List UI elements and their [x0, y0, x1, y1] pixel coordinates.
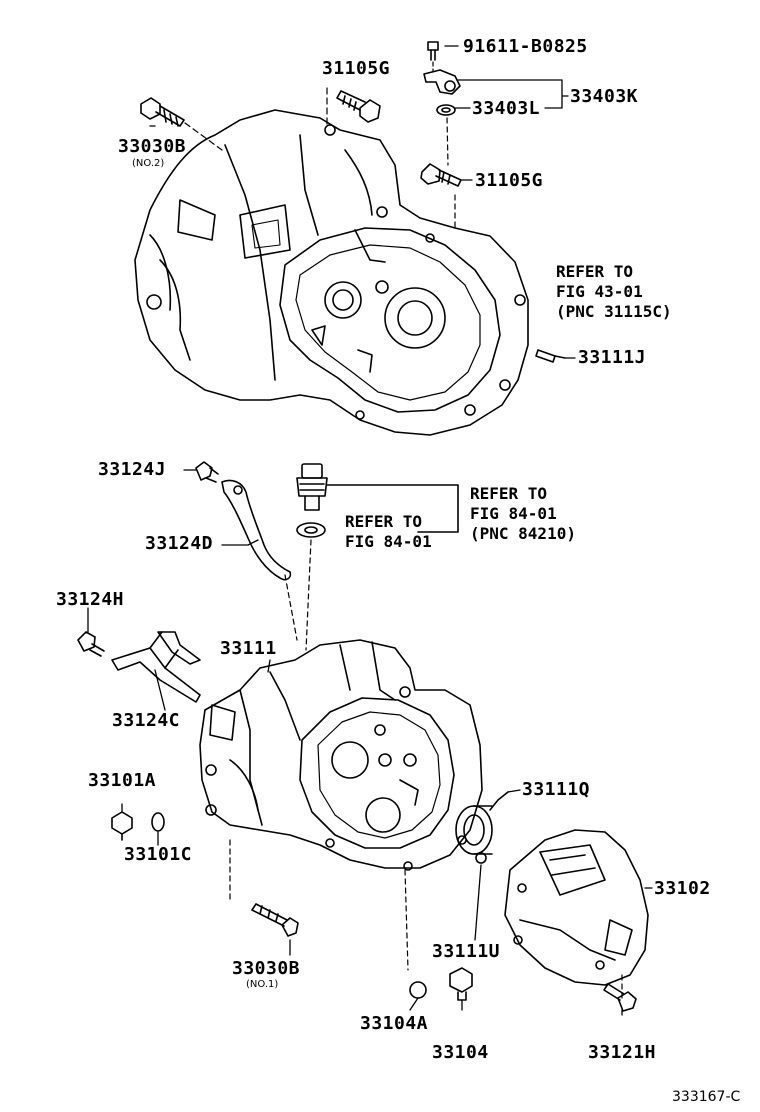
- note-no1: (NO.1): [246, 979, 279, 990]
- ref-line-2: FIG 84-01: [345, 532, 432, 551]
- label-31105g-top[interactable]: 31105G: [322, 58, 391, 79]
- label-33124d[interactable]: 33124D: [145, 533, 214, 554]
- bolt-33124h: [77, 631, 105, 657]
- label-33101a[interactable]: 33101A: [88, 770, 157, 791]
- bolt-33030b-no1: [251, 903, 299, 937]
- bracket-33124c: [111, 631, 201, 703]
- label-33102[interactable]: 33102: [654, 878, 711, 899]
- ref-line-3: (PNC 84210): [470, 524, 576, 543]
- label-33124j[interactable]: 33124J: [98, 459, 167, 480]
- reference-fig-84-01[interactable]: REFER TO FIG 84-01: [345, 512, 432, 552]
- reference-fig-43-01[interactable]: REFER TO FIG 43-01 (PNC 31115C): [556, 262, 672, 322]
- label-33121h[interactable]: 33121H: [588, 1042, 657, 1063]
- bolt-33030b-no2: [140, 97, 223, 151]
- label-33104[interactable]: 33104: [432, 1042, 489, 1063]
- label-33124h[interactable]: 33124H: [56, 589, 125, 610]
- ref-line-1: REFER TO: [470, 484, 548, 503]
- label-33111q[interactable]: 33111Q: [522, 779, 591, 800]
- transmission-case-lower: [199, 639, 483, 971]
- ref-line-1: REFER TO: [345, 512, 423, 531]
- ref-line-2: FIG 43-01: [556, 282, 643, 301]
- label-33111[interactable]: 33111: [220, 638, 277, 659]
- label-91611-b0825[interactable]: 91611-B0825: [463, 36, 588, 57]
- bolt-33124j: [195, 461, 219, 483]
- washer-33403l: [436, 104, 456, 166]
- oil-seal-33111q: [455, 791, 509, 855]
- transaxle-case-upper: [134, 109, 529, 436]
- label-31105g-mid[interactable]: 31105G: [475, 170, 544, 191]
- leader-lines: [87, 45, 653, 1016]
- ref-line-2: FIG 84-01: [470, 504, 557, 523]
- bolt-31105g-top: [326, 87, 381, 129]
- figure-code: 333167-C: [672, 1089, 741, 1105]
- label-33030b-no1[interactable]: 33030B: [232, 958, 301, 979]
- lever-33403k: [423, 69, 461, 95]
- bracket-33124d: [221, 479, 298, 641]
- reference-fig-84-01-pnc[interactable]: REFER TO FIG 84-01 (PNC 84210): [470, 484, 576, 544]
- note-no2: (NO.2): [132, 158, 165, 169]
- bolt-31105g-mid: [420, 163, 462, 231]
- pin-33111j: [535, 349, 566, 363]
- label-33101c[interactable]: 33101C: [124, 844, 193, 865]
- case-cover-33102: [504, 829, 649, 1001]
- label-33111j[interactable]: 33111J: [578, 347, 647, 368]
- gasket-33101c: [151, 812, 165, 832]
- ref-line-1: REFER TO: [556, 262, 634, 281]
- bolt-33121h: [603, 983, 637, 1012]
- gasket-33104a: [409, 981, 427, 999]
- label-33104a[interactable]: 33104A: [360, 1013, 429, 1034]
- plug-33101a: [111, 811, 133, 841]
- label-33403k[interactable]: 33403K: [570, 86, 639, 107]
- oring-33111u: [475, 852, 487, 864]
- ref-line-3: (PNC 31115C): [556, 302, 672, 321]
- label-33030b-no2[interactable]: 33030B: [118, 136, 187, 157]
- label-33403l[interactable]: 33403L: [472, 98, 541, 119]
- speed-sensor: [296, 463, 459, 651]
- bolt-91611-b0825: [427, 41, 439, 73]
- plug-33104: [449, 967, 473, 1001]
- label-33111u[interactable]: 33111U: [432, 941, 501, 962]
- label-33124c[interactable]: 33124C: [112, 710, 181, 731]
